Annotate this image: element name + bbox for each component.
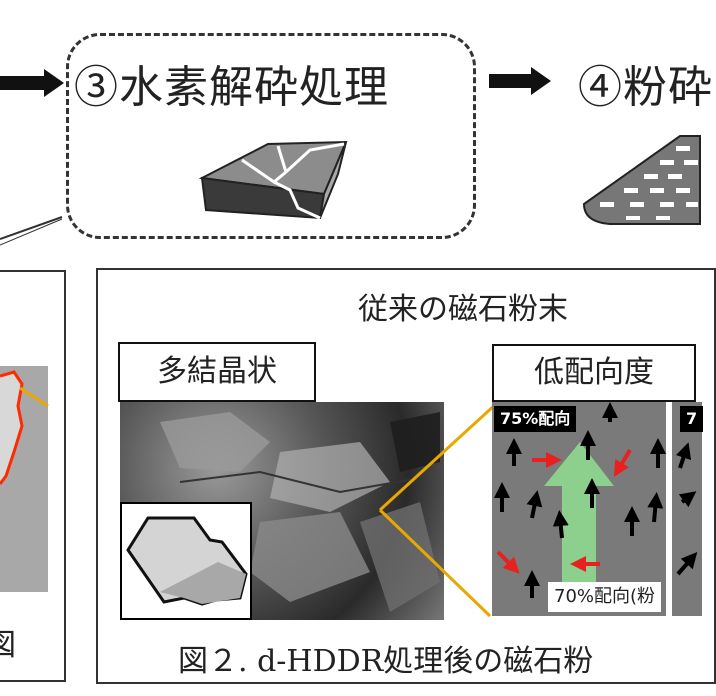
misaligned-grain-arrow: [613, 448, 632, 477]
callout-lines-step3: [0, 216, 63, 246]
aligned-grain-arrow: [675, 442, 692, 469]
right-figure-panel: [96, 268, 716, 684]
fractured-block-icon: [198, 140, 348, 220]
polycrystal-label: 多結晶状: [118, 342, 316, 402]
aligned-grain-arrow: [676, 551, 698, 576]
step4-title: ④粉砕: [578, 62, 713, 113]
step3-title: ③水素解砕処理: [74, 62, 389, 113]
sem-micrograph-texture: [160, 412, 440, 612]
aligned-grain-arrow: [647, 492, 664, 523]
grain-shape-sketch: [126, 516, 248, 606]
grain-boundary-red: [0, 370, 24, 485]
orientation-arrows: [494, 402, 698, 616]
aligned-grain-arrow: [552, 510, 569, 539]
powder-pile-icon: [582, 135, 701, 225]
left-panel-grain-image: [0, 366, 49, 592]
step3-hydrogen-decrepitation-box: [66, 33, 476, 239]
zoom-callout-lines: [378, 402, 498, 618]
aligned-grain-arrow: [526, 490, 543, 519]
highlight-line: [19, 386, 49, 408]
left-figure-panel: [0, 270, 66, 682]
flow-arrow-step3-to-step4: [489, 74, 533, 88]
aligned-grain-arrow: [678, 491, 697, 508]
crack-line: [241, 145, 288, 184]
orientation-map-next: [672, 402, 702, 616]
orientation-next-tag: 7: [680, 406, 704, 432]
left-panel-caption-fragment: 図: [0, 628, 16, 663]
easy-axis-arrow-green: [544, 442, 614, 582]
misaligned-grain-arrow: [496, 550, 520, 574]
orientation-70-powder-tag: 70%配向(粉: [548, 582, 662, 612]
orientation-75-tag: 75%配向: [494, 406, 577, 432]
flow-arrow-into-step3-head: [44, 69, 64, 97]
low-orientation-label: 低配向度: [492, 344, 696, 402]
crack-line: [284, 142, 345, 174]
flow-arrow-into-step3: [0, 76, 46, 90]
grain-shadow-face: [160, 562, 246, 604]
crack-line: [273, 180, 321, 220]
flow-arrow-step3-to-step4-head: [531, 67, 551, 95]
conventional-powder-subtitle: 従来の磁石粉末: [358, 292, 568, 327]
figure-2-caption: 図２. d-HDDR処理後の磁石粉: [178, 644, 594, 679]
